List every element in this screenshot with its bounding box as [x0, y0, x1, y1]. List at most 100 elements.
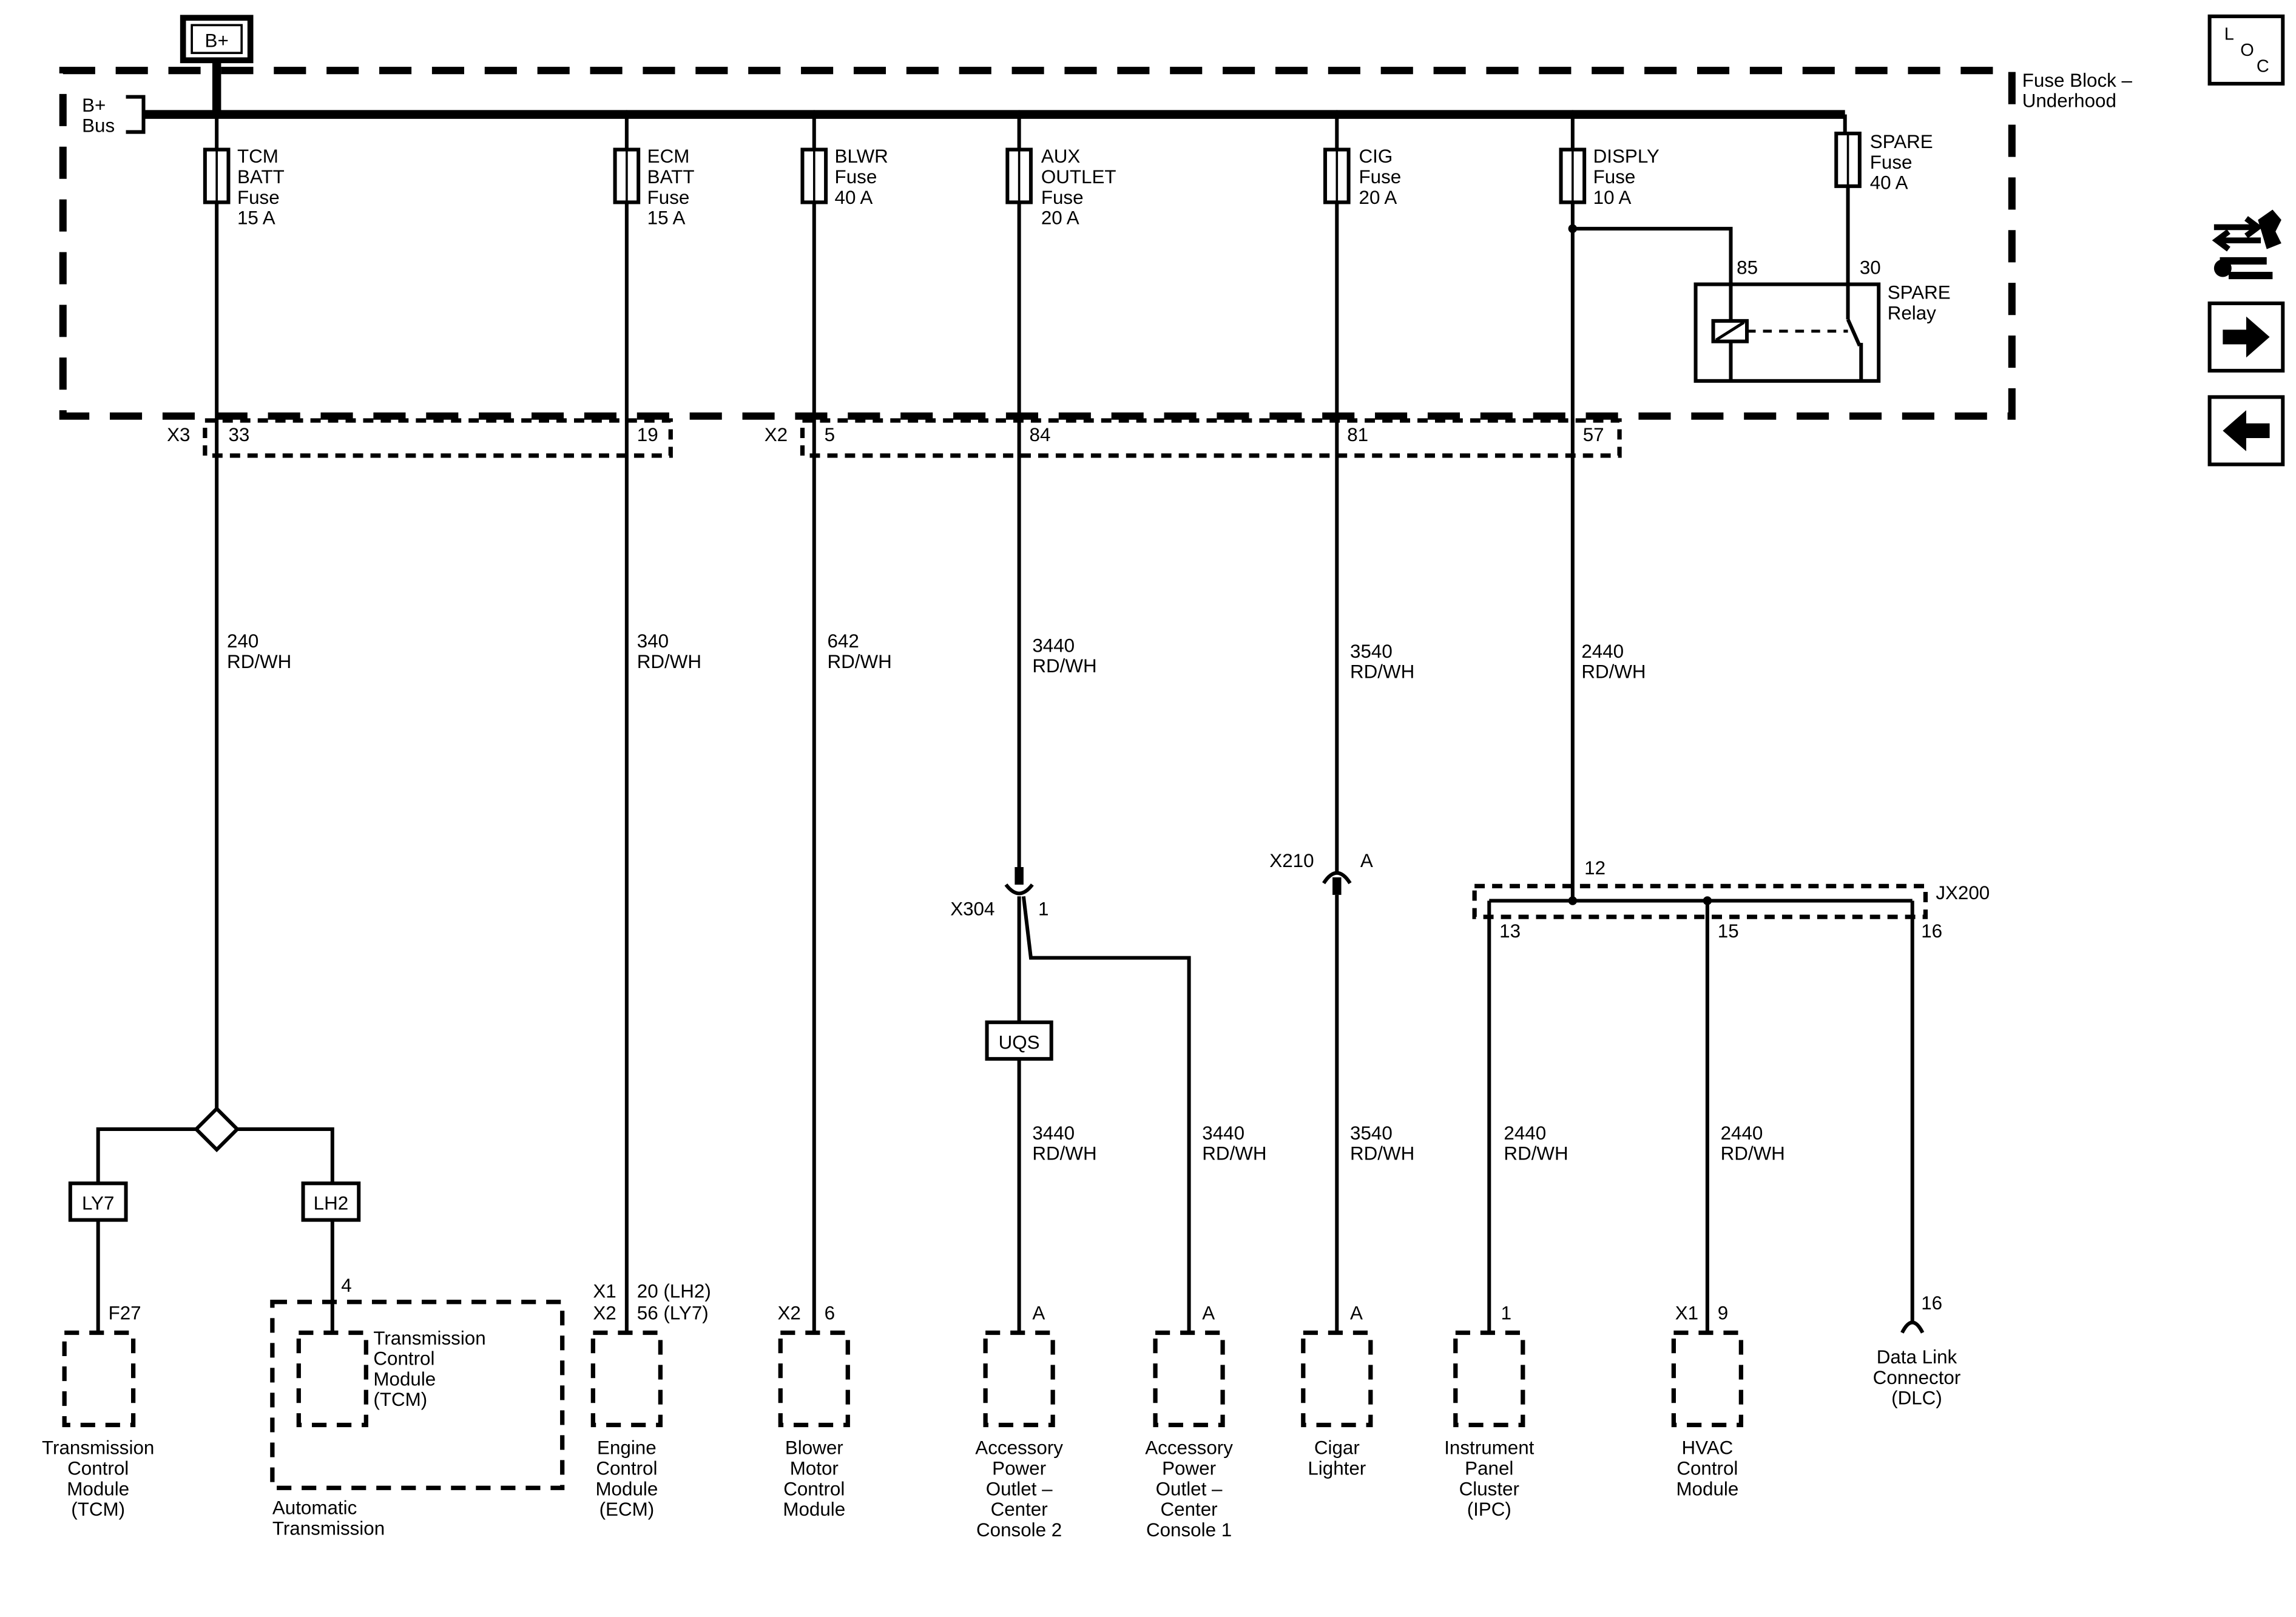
next-page-button[interactable] — [2207, 301, 2285, 373]
svg-text:13: 13 — [1499, 920, 1521, 942]
svg-text:57: 57 — [1583, 424, 1604, 445]
svg-text:LY7: LY7 — [82, 1193, 114, 1214]
svg-text:(TCM): (TCM) — [71, 1499, 125, 1520]
svg-text:Console 2: Console 2 — [976, 1519, 1062, 1541]
svg-text:RD/WH: RD/WH — [1504, 1143, 1568, 1164]
svg-text:56 (LY7): 56 (LY7) — [637, 1303, 709, 1324]
svg-text:3440: 3440 — [1032, 1122, 1075, 1144]
svg-text:33: 33 — [228, 424, 249, 445]
svg-text:X210: X210 — [1269, 850, 1314, 871]
svg-text:Transmission: Transmission — [272, 1517, 385, 1539]
ipc-pin: 1 — [1501, 1303, 1511, 1324]
svg-text:Data Link: Data Link — [1877, 1346, 1957, 1368]
acc2-pin: A — [1032, 1303, 1045, 1324]
svg-text:RD/WH: RD/WH — [227, 651, 291, 672]
svg-text:Bus: Bus — [82, 115, 115, 137]
svg-text:RD/WH: RD/WH — [1032, 655, 1096, 677]
previous-page-button[interactable] — [2207, 395, 2285, 467]
svg-text:Console 1: Console 1 — [1146, 1519, 1232, 1541]
wire-label-ipc: 2440 RD/WH — [1504, 1122, 1568, 1164]
svg-text:Control: Control — [67, 1458, 129, 1479]
svg-text:240: 240 — [227, 630, 258, 652]
svg-text:20 A: 20 A — [1359, 187, 1397, 208]
component-accessory-outlet-console-2: Accessory Power Outlet – Center Console … — [975, 1330, 1063, 1541]
svg-text:Power: Power — [1162, 1458, 1216, 1479]
svg-text:Transmission: Transmission — [373, 1328, 485, 1349]
svg-text:RD/WH: RD/WH — [827, 651, 891, 672]
svg-text:Lighter: Lighter — [1308, 1458, 1366, 1479]
svg-text:(TCM): (TCM) — [373, 1389, 427, 1410]
svg-text:C: C — [2257, 57, 2269, 76]
svg-text:20 (LH2): 20 (LH2) — [637, 1281, 711, 1302]
svg-text:15: 15 — [1718, 920, 1739, 942]
bus-label: B+ Bus — [82, 95, 115, 137]
svg-text:Instrument: Instrument — [1444, 1437, 1534, 1459]
connector-tool-icon[interactable] — [2212, 209, 2281, 280]
svg-text:BATT: BATT — [647, 166, 695, 187]
component-ecm: Engine Control Module (ECM) — [590, 1330, 663, 1520]
svg-text:X3: X3 — [167, 424, 190, 445]
svg-text:AUX: AUX — [1041, 146, 1081, 167]
svg-text:5: 5 — [825, 424, 835, 445]
connector-jx200: 12 JX200 13 15 16 — [1472, 857, 1990, 942]
svg-text:Fuse: Fuse — [1593, 166, 1636, 187]
svg-text:Engine: Engine — [597, 1437, 657, 1459]
component-cigar-lighter: Cigar Lighter — [1301, 1330, 1373, 1479]
svg-text:1: 1 — [1038, 899, 1048, 920]
svg-text:10 A: 10 A — [1593, 187, 1632, 208]
connector-x2-outline — [800, 418, 1622, 458]
cig-pin: A — [1350, 1303, 1363, 1324]
wire-label-aux: 3440 RD/WH — [1032, 635, 1096, 677]
component-accessory-outlet-console-1: Accessory Power Outlet – Center Console … — [1145, 1330, 1233, 1541]
fuse-block-label: Fuse Block – Underhood — [2022, 70, 2133, 112]
wire-label-cig: 3540 RD/WH — [1350, 641, 1414, 683]
fuse-block-outline — [59, 67, 2016, 420]
relay-coil-feed-wire — [1572, 226, 1733, 285]
jx200-output-wires — [1487, 900, 1914, 1333]
svg-text:Cigar: Cigar — [1314, 1437, 1360, 1459]
svg-text:Connector: Connector — [1873, 1367, 1961, 1388]
svg-text:RD/WH: RD/WH — [1202, 1143, 1266, 1164]
hvac-pin-labels: X1 9 — [1675, 1303, 1728, 1324]
wire-label-ecm: 340 RD/WH — [637, 630, 701, 672]
connector-x304: X304 1 — [950, 867, 1048, 920]
svg-text:40 A: 40 A — [1870, 172, 1908, 194]
svg-text:15 A: 15 A — [237, 208, 275, 229]
component-blower-motor-control-module: Blower Motor Control Module — [778, 1330, 850, 1520]
svg-text:Fuse: Fuse — [237, 187, 280, 208]
fuse-block-connector-labels: X3 X2 33 19 5 84 81 57 — [167, 424, 1604, 445]
arrow-left-icon — [2223, 410, 2270, 451]
wire-label-disply: 2440 RD/WH — [1581, 641, 1646, 683]
bus-bracket — [126, 95, 146, 134]
dlc-pin: 16 — [1921, 1292, 1942, 1314]
component-hvac-control-module: HVAC Control Module — [1671, 1330, 1743, 1499]
svg-text:Control: Control — [596, 1458, 657, 1479]
svg-text:Power: Power — [992, 1458, 1046, 1479]
relay-pin-85: 85 — [1737, 257, 1758, 279]
svg-text:DISPLY: DISPLY — [1593, 146, 1660, 167]
locator-button[interactable]: L O C — [2207, 14, 2285, 86]
component-tcm: Transmission Control Module (TCM) — [42, 1330, 154, 1520]
svg-text:Control: Control — [373, 1348, 434, 1369]
battery-label: B+ — [205, 30, 229, 52]
circuit-wires — [215, 114, 1575, 1333]
svg-text:JX200: JX200 — [1936, 882, 1990, 903]
svg-text:LH2: LH2 — [314, 1193, 349, 1214]
svg-text:(DLC): (DLC) — [1891, 1388, 1942, 1409]
option-uqs: UQS — [985, 1020, 1053, 1061]
relay-pin-30: 30 — [1860, 257, 1881, 279]
svg-text:Fuse: Fuse — [1041, 187, 1084, 208]
svg-text:3440: 3440 — [1032, 635, 1075, 656]
svg-text:3540: 3540 — [1350, 1122, 1393, 1144]
pin-4: 4 — [341, 1275, 351, 1296]
svg-text:RD/WH: RD/WH — [1581, 661, 1646, 683]
option-ly7: LY7 — [68, 1181, 128, 1222]
component-data-link-connector: Data Link Connector (DLC) — [1873, 1320, 1961, 1409]
svg-text:BLWR: BLWR — [835, 146, 888, 167]
svg-text:RD/WH: RD/WH — [1350, 661, 1414, 683]
svg-text:Accessory: Accessory — [975, 1437, 1063, 1459]
wire-label-hvac: 2440 RD/WH — [1721, 1122, 1785, 1164]
component-instrument-panel-cluster: Instrument Panel Cluster (IPC) — [1444, 1330, 1535, 1520]
svg-text:RD/WH: RD/WH — [1721, 1143, 1785, 1164]
svg-text:Center: Center — [991, 1499, 1048, 1520]
